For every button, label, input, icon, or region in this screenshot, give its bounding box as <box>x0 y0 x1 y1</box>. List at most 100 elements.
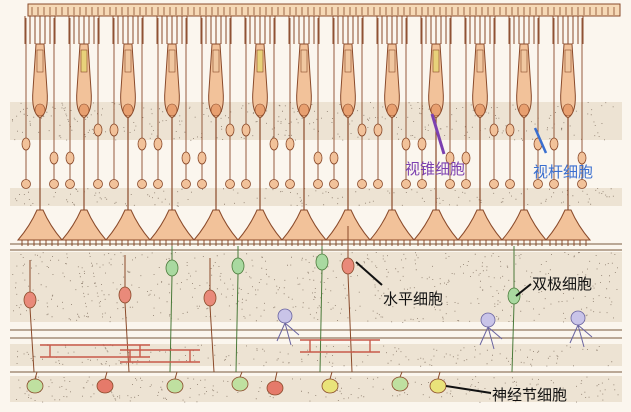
horizontal-cell <box>342 258 354 274</box>
rod-spherule <box>94 180 103 189</box>
cone-ellipsoid <box>477 50 483 72</box>
ganglion-cell <box>97 379 113 393</box>
horizontal-cell <box>119 287 131 303</box>
bipolar-cell <box>166 260 178 276</box>
rod-spherule <box>182 180 191 189</box>
rod-nucleus <box>418 138 426 150</box>
rod-nucleus <box>330 152 338 164</box>
cone-pedicle <box>106 210 150 240</box>
rod-spherule <box>506 180 515 189</box>
rod-spherule <box>66 180 75 189</box>
rod-nucleus <box>50 152 58 164</box>
ganglion-cell <box>392 377 408 391</box>
cone-pedicle <box>150 210 194 240</box>
cone-nucleus <box>299 104 309 116</box>
cone-nucleus <box>255 104 265 116</box>
cone-pedicle <box>282 210 326 240</box>
horizontal-cell-label: 水平细胞 <box>383 290 443 308</box>
amacrine-process <box>277 323 299 345</box>
cone-ellipsoid <box>37 50 43 72</box>
rod-nucleus <box>94 124 102 136</box>
amacrine-process <box>570 325 592 347</box>
amacrine-cell <box>481 313 495 327</box>
cone-ellipsoid <box>565 50 571 72</box>
ganglion-cell <box>322 379 338 393</box>
bipolar-cell <box>508 288 520 304</box>
cone-ellipsoid <box>257 50 263 72</box>
rod-spherule <box>358 180 367 189</box>
rod-nucleus <box>358 124 366 136</box>
cone-ellipsoid <box>169 50 175 72</box>
rod-nucleus <box>506 124 514 136</box>
bipolar-cell <box>232 258 244 274</box>
rod-spherule <box>446 180 455 189</box>
rod-nucleus <box>110 124 118 136</box>
cone-pedicle <box>546 210 590 240</box>
rod-nucleus <box>550 138 558 150</box>
rod-nucleus <box>314 152 322 164</box>
cone-nucleus <box>167 104 177 116</box>
cone-nucleus <box>123 104 133 116</box>
cone-cell-label: 视锥细胞 <box>405 160 465 178</box>
cone-pedicle <box>370 210 414 240</box>
ganglion-cell <box>232 377 248 391</box>
cone-ellipsoid <box>125 50 131 72</box>
amacrine-cell <box>278 309 292 323</box>
bipolar-cell-label: 双极细胞 <box>532 275 592 293</box>
cone-ellipsoid <box>345 50 351 72</box>
cone-pedicle <box>194 210 238 240</box>
rod-spherule <box>286 180 295 189</box>
cone-ellipsoid <box>301 50 307 72</box>
bipolar-cell <box>316 254 328 270</box>
cone-nucleus <box>211 104 221 116</box>
horizontal-cell <box>24 292 36 308</box>
rod-spherule <box>50 180 59 189</box>
rod-nucleus <box>490 124 498 136</box>
rod-nucleus <box>286 138 294 150</box>
cone-nucleus <box>519 104 529 116</box>
cone-nucleus <box>79 104 89 116</box>
cone-nucleus <box>343 104 353 116</box>
rod-nucleus <box>402 138 410 150</box>
horizontal-cell <box>204 290 216 306</box>
rod-spherule <box>226 180 235 189</box>
rod-spherule <box>462 180 471 189</box>
ganglion-cell-label: 神经节细胞 <box>492 386 567 404</box>
rod-cell-label: 视杆细胞 <box>533 163 593 181</box>
rod-spherule <box>138 180 147 189</box>
rod-spherule <box>418 180 427 189</box>
pigment-layer <box>28 4 620 16</box>
cone-pedicle <box>238 210 282 240</box>
rod-nucleus <box>138 138 146 150</box>
rod-spherule <box>374 180 383 189</box>
cone-nucleus <box>563 104 573 116</box>
ganglion-cell <box>27 379 43 393</box>
rod-spherule <box>402 180 411 189</box>
rod-nucleus <box>22 138 30 150</box>
rod-nucleus <box>270 138 278 150</box>
rod-nucleus <box>242 124 250 136</box>
rod-nucleus <box>66 152 74 164</box>
rod-spherule <box>110 180 119 189</box>
ganglion-cell <box>430 379 446 393</box>
rod-nucleus <box>226 124 234 136</box>
cone-pedicle <box>458 210 502 240</box>
cone-pedicle <box>414 210 458 240</box>
rod-nucleus <box>198 152 206 164</box>
amacrine-cell <box>571 311 585 325</box>
cone-ellipsoid <box>521 50 527 72</box>
cone-nucleus <box>475 104 485 116</box>
rod-spherule <box>22 180 31 189</box>
cone-ellipsoid <box>433 50 439 72</box>
cone-nucleus <box>35 104 45 116</box>
cone-pedicle <box>502 210 546 240</box>
cone-ellipsoid <box>81 50 87 72</box>
rod-spherule <box>314 180 323 189</box>
cone-ellipsoid <box>389 50 395 72</box>
rod-spherule <box>270 180 279 189</box>
rod-nucleus <box>374 124 382 136</box>
rod-nucleus <box>182 152 190 164</box>
rod-spherule <box>154 180 163 189</box>
